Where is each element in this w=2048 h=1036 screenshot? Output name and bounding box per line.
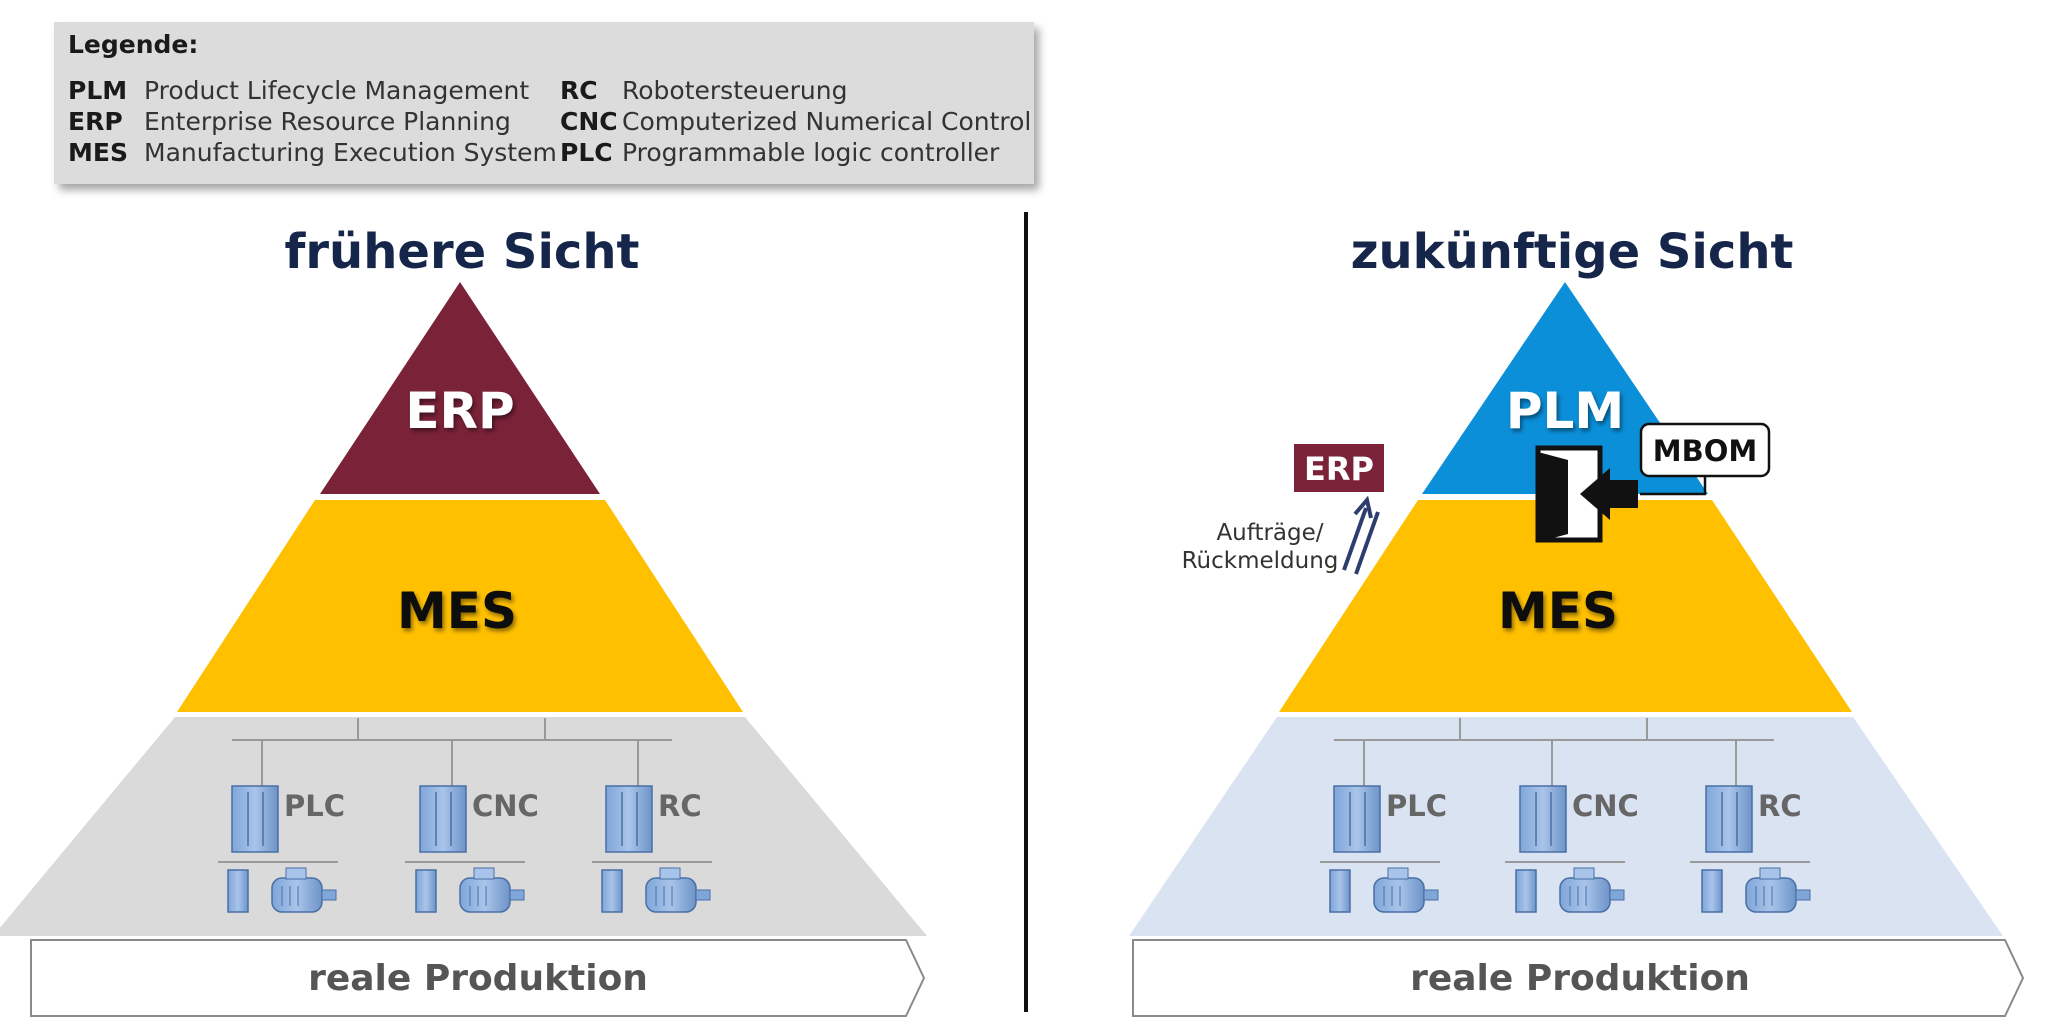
erp-side-box xyxy=(1294,444,1384,492)
mbom-label: MBOM xyxy=(1653,434,1757,468)
device-label: RC xyxy=(1758,789,1802,823)
right-mes-label: MES xyxy=(1498,582,1618,640)
legend-abbr: RC xyxy=(560,76,598,105)
right-base-label: reale Produktion xyxy=(1410,958,1750,999)
legend-entry-erp: ERP Enterprise Resource Planning xyxy=(68,107,511,136)
legend-entry-plc: PLC Programmable logic controller xyxy=(560,138,999,167)
left-mes-layer xyxy=(177,500,743,712)
controller-cabinet-icon xyxy=(419,785,467,853)
left-title: frühere Sicht xyxy=(285,224,640,280)
legend-abbr: ERP xyxy=(68,107,123,136)
right-device-rc: RC xyxy=(1701,785,1811,913)
legend-abbr: MES xyxy=(68,138,128,167)
legend-abbr: PLC xyxy=(560,138,613,167)
legend-text: Robotersteuerung xyxy=(622,76,848,105)
device-label: CNC xyxy=(472,789,539,823)
drive-unit-icon xyxy=(1701,869,1723,913)
left-device-cnc: CNC xyxy=(415,785,539,913)
legend-abbr: CNC xyxy=(560,107,618,136)
left-erp-layer xyxy=(320,282,600,494)
legend-entry-mes: MES Manufacturing Execution System xyxy=(68,138,557,167)
legend-text: Computerized Numerical Control xyxy=(622,107,1032,136)
legend-title: Legende: xyxy=(68,30,199,59)
legend-text: Enterprise Resource Planning xyxy=(144,107,511,136)
right-mes-layer xyxy=(1279,500,1852,712)
left-base-label: reale Produktion xyxy=(308,958,648,999)
motor-icon xyxy=(271,867,337,913)
right-plm-label: PLM xyxy=(1506,382,1624,440)
legend-abbr: PLM xyxy=(68,76,128,105)
annotation-line-2: Rückmeldung xyxy=(1182,548,1339,574)
right-plm-layer xyxy=(1422,282,1708,494)
drive-unit-icon xyxy=(601,869,623,913)
device-label: RC xyxy=(658,789,702,823)
controller-cabinet-icon xyxy=(605,785,653,853)
right-title: zukünftige Sicht xyxy=(1351,224,1794,280)
right-network-bus xyxy=(1320,718,1810,863)
left-device-plc: PLC xyxy=(227,785,345,913)
controller-cabinet-icon xyxy=(231,785,279,853)
legend-entry-rc: RC Robotersteuerung xyxy=(560,76,847,105)
drive-unit-icon xyxy=(1515,869,1537,913)
motor-icon xyxy=(645,867,711,913)
drive-unit-icon xyxy=(1329,869,1351,913)
device-label: PLC xyxy=(284,789,345,823)
right-device-cnc: CNC xyxy=(1515,785,1639,913)
door-icon xyxy=(1535,445,1603,543)
motor-icon xyxy=(1745,867,1811,913)
motor-icon xyxy=(459,867,525,913)
motor-icon xyxy=(1373,867,1439,913)
order-feedback-arrows-icon xyxy=(1342,495,1380,575)
right-device-plc: PLC xyxy=(1329,785,1447,913)
left-erp-label: ERP xyxy=(405,382,514,440)
drive-unit-icon xyxy=(415,869,437,913)
left-mes-label: MES xyxy=(397,582,517,640)
drive-unit-icon xyxy=(227,869,249,913)
legend-box: Legende: PLM Product Lifecycle Management… xyxy=(54,22,1034,184)
right-base-banner xyxy=(1132,939,2025,1017)
mbom-connector xyxy=(1640,476,1707,496)
legend-text: Product Lifecycle Management xyxy=(144,76,530,105)
annotation-line-1: Aufträge/ xyxy=(1216,520,1323,546)
left-network-bus xyxy=(218,718,712,863)
device-label: PLC xyxy=(1386,789,1447,823)
device-label: CNC xyxy=(1572,789,1639,823)
motor-icon xyxy=(1559,867,1625,913)
legend-text: Manufacturing Execution System xyxy=(144,138,557,167)
gateway-arrow-icon xyxy=(1580,468,1638,520)
left-device-rc: RC xyxy=(601,785,711,913)
legend-entry-plm: PLM Product Lifecycle Management xyxy=(68,76,529,105)
controller-cabinet-icon xyxy=(1705,785,1753,853)
erp-side-label: ERP xyxy=(1304,450,1374,488)
left-base-banner xyxy=(30,939,926,1017)
legend-text: Programmable logic controller xyxy=(622,138,1000,167)
controller-cabinet-icon xyxy=(1333,785,1381,853)
controller-cabinet-icon xyxy=(1519,785,1567,853)
